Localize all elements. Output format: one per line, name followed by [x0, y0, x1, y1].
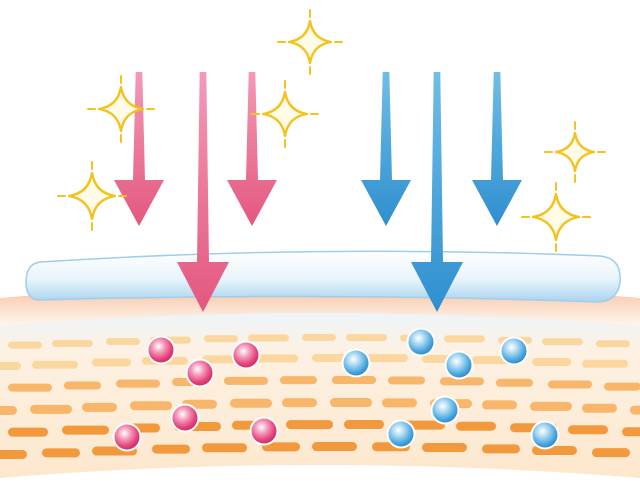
tissue-dash [62, 425, 109, 435]
pink-particle [249, 416, 279, 446]
pink-particle [231, 340, 261, 370]
tissue-dash [286, 420, 333, 430]
tissue-dash [530, 401, 572, 411]
tissue-dash [0, 362, 21, 370]
tissue-dash [482, 400, 517, 410]
tissue-dash [604, 382, 640, 391]
tissue-dash [344, 420, 384, 430]
pink-arrow-down-icon [114, 72, 164, 226]
sparkle-icon [248, 77, 322, 151]
tissue-dash [32, 360, 78, 369]
tissue-dash [362, 354, 408, 363]
tissue-dash [106, 338, 140, 346]
tissue-dash [0, 406, 17, 415]
tissue-dash [252, 354, 298, 363]
blue-particle [430, 395, 460, 425]
pink-arrow-down-icon [227, 72, 277, 226]
blue-arrow-down-icon [361, 72, 411, 226]
tissue-dash [532, 357, 571, 366]
tissue-dash [0, 450, 27, 459]
tissue-dash [440, 377, 484, 386]
tissue-dash [230, 398, 272, 408]
pink-particle [146, 335, 176, 365]
tissue-dash [482, 444, 520, 454]
tissue-dash [262, 442, 300, 452]
tissue-dash [592, 448, 630, 458]
tissue-dash [496, 378, 533, 387]
tissue-dash [582, 359, 628, 368]
tissue-dash [8, 383, 52, 392]
tissue-dash [312, 442, 357, 452]
tissue-dash [548, 380, 592, 389]
tissue-dash [282, 398, 317, 408]
tissue-dash [152, 444, 190, 454]
tissue-dash [302, 334, 336, 342]
tissue-dash [202, 355, 241, 364]
tissue-dash [382, 398, 417, 408]
blue-particle [341, 348, 371, 378]
tissue-dash [346, 334, 387, 342]
tissue-dash [92, 358, 131, 367]
pink-particle [170, 403, 200, 433]
tissue-dash [630, 405, 640, 415]
tissue-dash [202, 443, 247, 453]
sparkle-icon [518, 179, 594, 255]
blue-arrow-down-icon [472, 72, 522, 226]
tissue-dash [30, 404, 72, 414]
pink-particle [185, 358, 215, 388]
tissue-dash [130, 401, 172, 411]
blue-particle [406, 327, 436, 357]
tissue-dash [332, 376, 376, 385]
sparkle-icon [54, 158, 130, 234]
sparkle-icon [543, 120, 607, 184]
blue-arrow-down-icon [411, 72, 463, 312]
arrows [114, 72, 522, 312]
pink-arrow-down-icon [177, 72, 229, 312]
tissue-dash [444, 335, 485, 343]
tissue-dash [280, 376, 317, 385]
sparkles [54, 7, 607, 255]
blue-particle [530, 420, 560, 450]
tissue-dash [224, 376, 268, 385]
tissue-dash [542, 338, 583, 346]
particles [112, 327, 560, 452]
tissue-dash [622, 427, 640, 437]
tissue-dash [204, 335, 238, 343]
sparkle-icon [84, 72, 158, 146]
tissue-dash [8, 427, 48, 437]
blue-particle [444, 350, 474, 380]
tissue-dash [422, 442, 467, 452]
blue-particle [499, 336, 529, 366]
skin-bottom-edge [0, 465, 640, 484]
tissue-dash [82, 402, 117, 412]
tissue-dash [8, 341, 42, 349]
tissue-dash [582, 403, 617, 413]
tissue-dash [42, 448, 80, 458]
tissue-dash [64, 381, 101, 390]
dermis-layer [0, 307, 640, 484]
tissue-dash [52, 339, 93, 347]
tissue-dash [388, 376, 425, 385]
tissue-dash [312, 354, 351, 363]
tissue-dash [248, 334, 289, 342]
blue-particle [386, 419, 416, 449]
tissue-dash [568, 425, 608, 435]
sparkle-icon [275, 7, 345, 77]
tissue-dash [456, 421, 496, 431]
pink-particle [112, 422, 142, 452]
tissue-dash [116, 379, 160, 388]
surface-film [25, 250, 621, 303]
tissue-dash [596, 340, 630, 348]
tissue-dash [330, 398, 372, 408]
